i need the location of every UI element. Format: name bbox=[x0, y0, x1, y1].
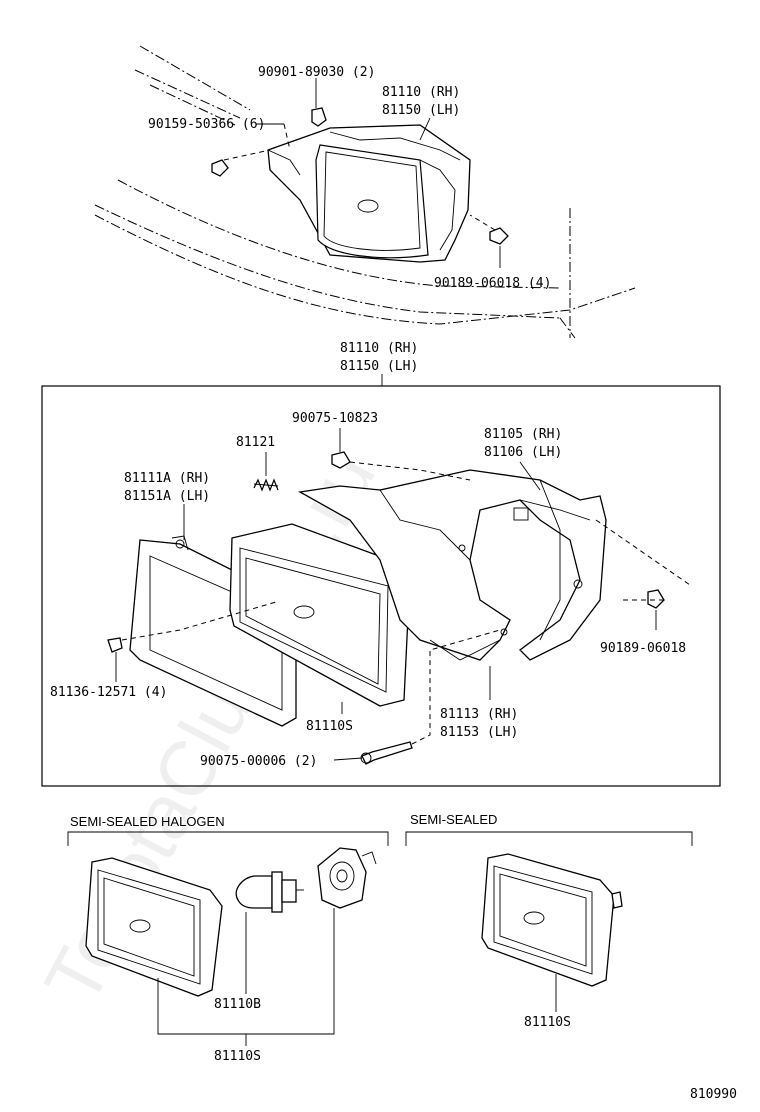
nut-right-icon[interactable] bbox=[647, 589, 665, 609]
label-unit-center: 81110S bbox=[306, 719, 353, 734]
vehicle-body-outline bbox=[94, 45, 636, 339]
label-nut-top: 90189-06018 (4) bbox=[434, 276, 551, 291]
label-housing-lh: 81106 (LH) bbox=[484, 445, 562, 460]
nut-top-icon[interactable] bbox=[489, 227, 509, 245]
label-top-rh: 81110 (RH) bbox=[382, 85, 460, 100]
label-bracket-rh: 81113 (RH) bbox=[440, 707, 518, 722]
label-main-rh: 81110 (RH) bbox=[340, 341, 418, 356]
spring-81121-icon[interactable] bbox=[253, 478, 279, 492]
bolt-90901-icon[interactable] bbox=[311, 107, 327, 127]
screw-rim-icon[interactable] bbox=[107, 637, 123, 653]
label-top-lh: 81150 (LH) bbox=[382, 103, 460, 118]
label-clip-90075: 90075-10823 bbox=[292, 411, 378, 426]
diagram-number: 810990 bbox=[690, 1087, 737, 1102]
label-housing-rh: 81105 (RH) bbox=[484, 427, 562, 442]
label-adjust-screw: 90075-00006 (2) bbox=[200, 754, 317, 769]
halogen-bulb[interactable] bbox=[235, 871, 304, 913]
section-title-semi-sealed-halogen: SEMI-SEALED HALOGEN bbox=[70, 814, 225, 829]
adjust-screw-icon[interactable] bbox=[360, 741, 413, 765]
label-screw-rim: 81136-12571 (4) bbox=[50, 685, 167, 700]
top-headlamp-assembly[interactable] bbox=[267, 124, 471, 263]
label-bolt-90901: 90901-89030 (2) bbox=[258, 65, 375, 80]
label-spring-81121: 81121 bbox=[236, 435, 275, 450]
sealed-lamp-unit[interactable] bbox=[481, 853, 623, 987]
section-title-semi-sealed: SEMI-SEALED bbox=[410, 812, 497, 827]
label-screw-90159: 90159-50366 (6) bbox=[148, 117, 265, 132]
section-bracket-sealed bbox=[405, 831, 693, 846]
clip-90075-icon[interactable] bbox=[331, 451, 351, 469]
section-bracket-halogen bbox=[67, 831, 389, 846]
label-bulb-81110b: 81110B bbox=[214, 997, 261, 1012]
label-rim-lh: 81151A (LH) bbox=[124, 489, 210, 504]
label-rim-rh: 81111A (RH) bbox=[124, 471, 210, 486]
label-nut-right: 90189-06018 bbox=[600, 641, 686, 656]
headlamp-housing[interactable] bbox=[298, 469, 607, 661]
label-halogen-unit: 81110S bbox=[214, 1049, 261, 1064]
label-bracket-lh: 81153 (LH) bbox=[440, 725, 518, 740]
label-main-lh: 81150 (LH) bbox=[340, 359, 418, 374]
halogen-lamp-unit[interactable] bbox=[85, 857, 223, 997]
exploded-view-frame bbox=[41, 385, 721, 787]
screw-90159-icon[interactable] bbox=[211, 159, 229, 177]
label-sealed-unit: 81110S bbox=[524, 1015, 571, 1030]
bulb-socket[interactable] bbox=[317, 847, 377, 909]
